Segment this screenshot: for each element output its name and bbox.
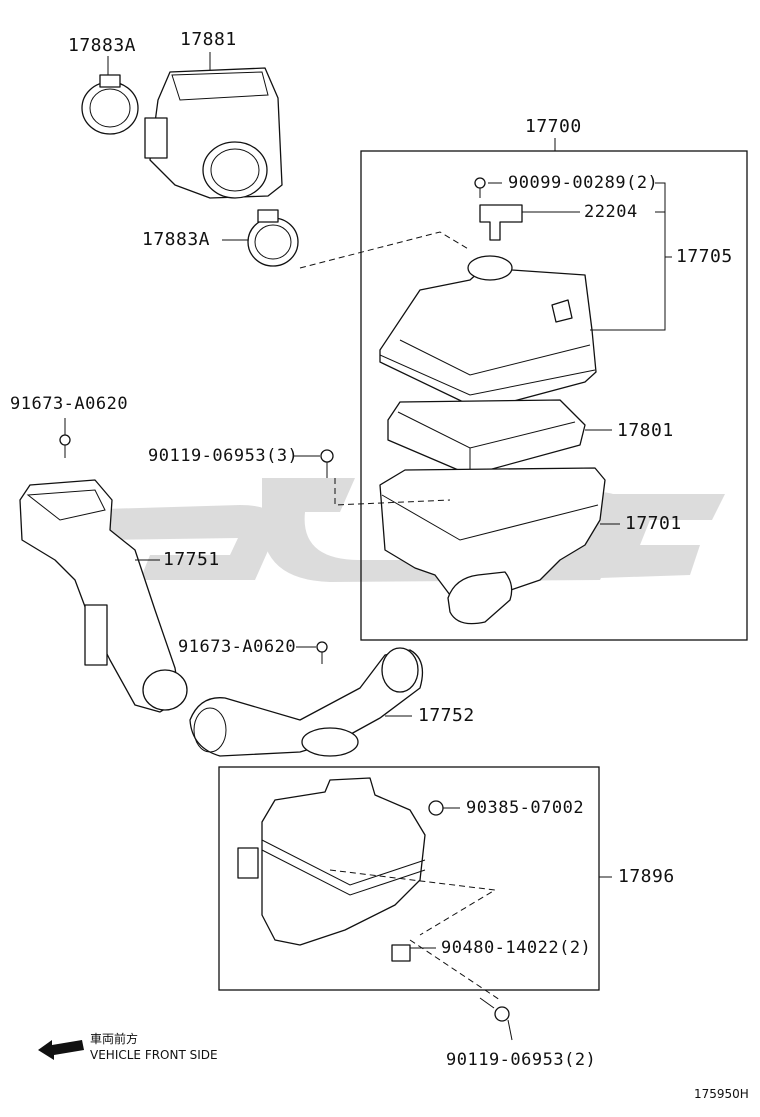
label-90119-06953-lower: 90119-06953(2) (446, 1050, 597, 1070)
label-90385-07002: 90385-07002 (466, 798, 585, 818)
air-cleaner-cap (379, 255, 597, 411)
label-17701: 17701 (625, 513, 682, 534)
hose-clamp-top (81, 74, 139, 135)
figure-reference: 175950H (694, 1087, 749, 1101)
label-17896: 17896 (618, 866, 675, 887)
label-17881: 17881 (180, 29, 237, 50)
bolt-91673-upper (59, 434, 71, 458)
hose-clamp-mid (247, 209, 299, 267)
label-17752: 17752 (418, 705, 475, 726)
resonator-17896 (237, 777, 444, 962)
vehicle-front-japanese: 車両前方 (90, 1032, 139, 1046)
label-90119-06953-upper: 90119-06953(3) (148, 446, 299, 466)
arrow-left-icon (38, 1040, 84, 1060)
label-17705: 17705 (676, 246, 733, 267)
air-hose-17752 (189, 647, 424, 757)
bolt-91673-lower (316, 641, 328, 664)
label-17883A-mid: 17883A (142, 229, 211, 250)
label-91673-A0620-lower: 91673-A0620 (178, 637, 297, 657)
air-duct-17751 (19, 479, 188, 713)
sensor-22204 (479, 204, 523, 241)
bolt-90119-lower (479, 997, 510, 1022)
label-17700: 17700 (525, 116, 582, 137)
label-90099-00289: 90099-00289(2) (508, 173, 659, 193)
label-17751: 17751 (163, 549, 220, 570)
label-22204: 22204 (584, 202, 638, 222)
label-17801: 17801 (617, 420, 674, 441)
label-17883A-top: 17883A (68, 35, 137, 56)
air-filter-element (387, 399, 586, 476)
air-inlet-17881 (144, 67, 283, 199)
bolt-90119-upper (320, 449, 334, 478)
label-91673-A0620-upper: 91673-A0620 (10, 394, 129, 414)
label-90480-14022: 90480-14022(2) (441, 938, 592, 958)
air-cleaner-assy-box (360, 150, 748, 641)
screw-90099 (474, 177, 486, 198)
air-cleaner-case (379, 467, 606, 625)
resonator-box (218, 766, 600, 991)
vehicle-front-english: VEHICLE FRONT SIDE (90, 1048, 218, 1062)
